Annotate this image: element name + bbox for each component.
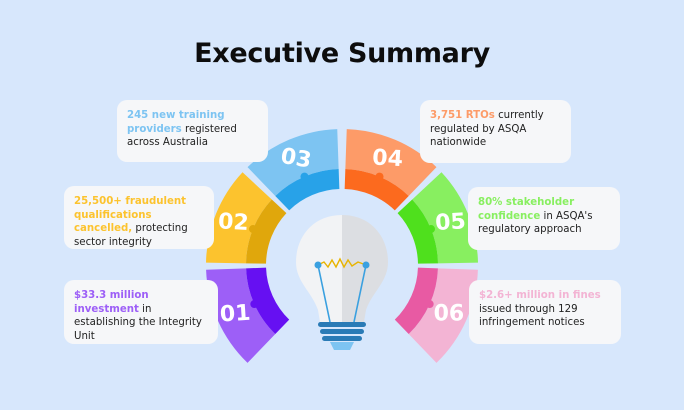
card-text: in ASQA's regulatory approach — [478, 210, 593, 236]
card-highlight: $2.6+ million in fines — [479, 290, 601, 301]
segment-04: 04 — [344, 129, 437, 211]
segment-number: 01 — [219, 301, 251, 328]
segment-notch — [250, 300, 259, 309]
card-06: $2.6+ million in fines issued through 12… — [469, 280, 621, 344]
card-05: 80% stakeholder confidence in ASQA's reg… — [468, 187, 620, 250]
segment-number: 05 — [435, 209, 467, 236]
card-text: issued through 129 infringement notices — [479, 303, 585, 329]
segment-number: 06 — [434, 302, 465, 327]
segment-outer — [206, 172, 272, 264]
segment-outer — [247, 129, 339, 196]
card-04: 3,751 RTOs currently regulated by ASQA n… — [420, 100, 571, 163]
card-03: 245 new training providers registered ac… — [117, 100, 268, 162]
card-highlight: 3,751 RTOs — [430, 110, 495, 121]
card-text: currently regulated by ASQA nationwide — [430, 110, 544, 148]
card-highlight: 245 new training providers — [127, 110, 225, 135]
segment-inner — [344, 169, 409, 211]
segment-notch — [375, 172, 384, 181]
segment-outer — [206, 268, 276, 363]
segment-01: 01 — [206, 267, 290, 363]
segment-inner — [397, 199, 438, 264]
segment-notch — [300, 172, 309, 181]
card-highlight: $33.3 million investment — [74, 290, 149, 315]
page-title: Executive Summary — [194, 38, 490, 69]
segment-03: 03 — [247, 129, 340, 211]
segment-outer — [345, 129, 437, 196]
segment-05: 05 — [397, 172, 478, 264]
card-02: 25,500+ fraudulent qualifications cancel… — [64, 186, 214, 249]
segment-outer — [412, 172, 478, 264]
segment-inner — [246, 267, 290, 335]
segment-inner — [394, 267, 438, 335]
segment-06: 06 — [394, 267, 478, 363]
segment-number: 03 — [279, 144, 314, 174]
segment-number: 02 — [217, 209, 249, 236]
card-text: registered across Australia — [127, 123, 237, 149]
segment-02: 02 — [206, 172, 287, 264]
segment-outer — [408, 268, 478, 363]
card-highlight: 80% stakeholder confidence — [478, 197, 575, 222]
card-highlight: 25,500+ fraudulent qualifications cancel… — [74, 196, 187, 234]
card-text: in establishing the Integrity Unit — [74, 303, 202, 342]
card-text: protecting sector integrity — [74, 223, 188, 248]
segment-inner — [246, 199, 287, 264]
card-01: $33.3 million investment in establishing… — [64, 280, 218, 344]
segment-notch — [425, 300, 434, 309]
lightbulb-icon — [296, 215, 388, 350]
segment-notch — [248, 225, 257, 234]
segment-notch — [427, 225, 436, 234]
segment-number: 04 — [372, 145, 404, 172]
segment-inner — [275, 169, 340, 211]
